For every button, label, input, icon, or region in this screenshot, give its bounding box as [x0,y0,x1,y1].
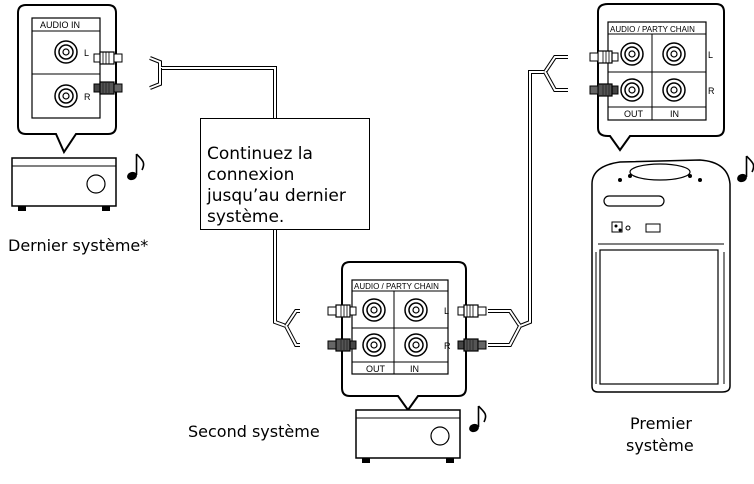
stereo-unit-icon [355,409,461,464]
white-rca-plug-icon [327,304,357,318]
second-system-label: Second système [188,422,320,441]
second-panel-in-label: IN [410,364,419,374]
in-l-jack-icon [404,298,428,322]
second-panel-header: AUDIO / PARTY CHAIN [354,282,439,291]
white-rca-plug-icon [589,50,619,64]
first-panel-r-label: R [708,86,715,96]
last-panel-l-label: L [84,48,89,58]
first-system-label-line1: Premier [630,414,692,433]
second-panel-l-label: L [444,306,449,316]
out-r-jack-icon [620,78,644,102]
second-system-panel-callout: AUDIO / PARTY CHAIN OUT IN L R [341,261,467,412]
first-panel-l-label: L [708,50,713,60]
in-r-jack-icon [662,78,686,102]
out-l-jack-icon [362,298,386,322]
first-panel-in-label: IN [670,109,679,119]
in-r-jack-icon [404,333,428,357]
out-l-jack-icon [620,42,644,66]
music-note-icon [125,153,145,183]
last-panel-r-label: R [84,92,91,102]
last-system-label: Dernier système* [8,236,149,255]
cable-last-to-second [149,56,300,347]
audio-in-l-jack-icon [54,40,78,64]
white-rca-plug-icon [93,51,123,65]
speaker-system-icon [591,159,731,393]
red-rca-plug-icon [589,83,619,97]
first-system-panel-callout: AUDIO / PARTY CHAIN OUT IN L R [597,3,725,152]
stereo-unit-icon [11,157,117,212]
out-r-jack-icon [362,333,386,357]
cable-second-to-first [488,55,568,347]
note-text: Continuez la connexion jusqu’au dernier … [207,144,346,227]
in-l-jack-icon [662,42,686,66]
red-rca-plug-icon [457,338,487,352]
music-note-icon [467,405,487,435]
first-system-label-line2: système [626,436,694,455]
white-rca-plug-icon [457,304,487,318]
second-panel-out-label: OUT [366,364,386,374]
first-panel-header: AUDIO / PARTY CHAIN [610,25,695,34]
last-system-panel-callout: AUDIO IN L R [17,4,117,155]
first-panel-out-label: OUT [624,109,644,119]
last-panel-header: AUDIO IN [40,20,80,30]
audio-in-r-jack-icon [54,84,78,108]
second-panel-r-label: R [444,341,451,351]
music-note-icon [735,155,754,185]
continue-connection-note: Continuez la connexion jusqu’au dernier … [200,118,370,230]
red-rca-plug-icon [327,338,357,352]
red-rca-plug-icon [93,81,123,95]
